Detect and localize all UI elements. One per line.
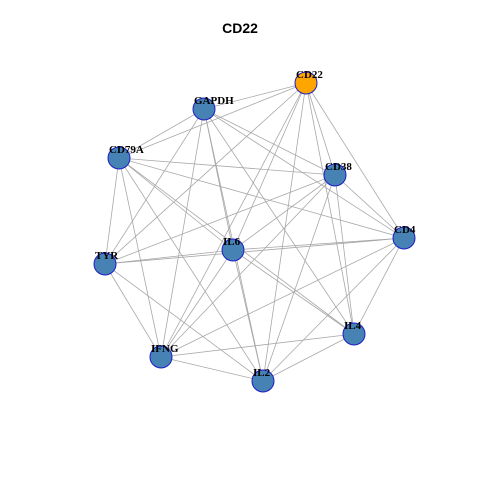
node-label-il6: IL6: [223, 236, 241, 248]
edge-cd79a-ifng: [118, 157, 162, 358]
edge-cd22-cd38: [305, 82, 336, 176]
edge-cd79a-il6: [118, 157, 234, 251]
node-gapdh: [192, 97, 216, 121]
edge-il4-il2: [262, 333, 355, 382]
edge-il6-tyr: [104, 249, 234, 265]
node-label-cd22: CD22: [296, 69, 323, 81]
edge-cd79a-tyr: [104, 157, 120, 265]
edge-ifng-il2: [160, 356, 264, 382]
edge-cd4-il2: [262, 237, 405, 382]
node-label-il2: IL2: [253, 367, 271, 379]
edge-cd22-cd79a: [118, 82, 307, 159]
node-cd4: [392, 226, 416, 250]
edge-layer: [104, 82, 405, 382]
edge-cd38-cd4: [334, 174, 405, 239]
edge-cd22-ifng: [160, 82, 307, 358]
node-label-cd38: CD38: [325, 161, 352, 173]
edge-cd79a-il2: [118, 157, 264, 382]
node-il2: [251, 369, 275, 393]
edge-gapdh-il4: [203, 108, 355, 335]
node-il6: [221, 238, 245, 262]
node-cd22: [294, 71, 318, 95]
node-label-cd4: CD4: [394, 224, 416, 236]
edge-cd22-cd4: [305, 82, 405, 239]
edge-gapdh-cd4: [203, 108, 405, 239]
node-ifng: [149, 345, 173, 369]
edge-il6-il2: [232, 249, 264, 382]
edge-cd22-tyr: [104, 82, 307, 265]
edge-cd38-il6: [232, 174, 336, 251]
edge-cd4-il4: [353, 237, 405, 335]
edge-cd4-ifng: [160, 237, 405, 358]
node-cd79a: [107, 146, 131, 170]
edge-gapdh-cd79a: [118, 108, 205, 159]
edge-cd79a-cd4: [118, 157, 405, 239]
edge-cd22-il4: [305, 82, 355, 335]
edge-cd4-il6: [232, 237, 405, 251]
edge-tyr-ifng: [104, 263, 162, 358]
edge-cd22-gapdh: [203, 82, 307, 110]
node-cd38: [323, 163, 347, 187]
edge-gapdh-cd38: [203, 108, 336, 176]
edge-cd38-tyr: [104, 174, 336, 265]
edge-il6-ifng: [160, 249, 234, 358]
edge-cd22-il6: [232, 82, 307, 251]
edge-cd38-il4: [334, 174, 355, 335]
node-label-ifng: IFNG: [151, 343, 179, 355]
node-label-cd79a: CD79A: [109, 144, 144, 156]
node-il4: [342, 322, 366, 346]
node-label-il4: IL4: [344, 320, 362, 332]
node-tyr: [93, 252, 117, 276]
edge-cd22-il2: [262, 82, 307, 382]
edge-cd4-tyr: [104, 237, 405, 265]
edge-il4-ifng: [160, 333, 355, 358]
node-label-gapdh: GAPDH: [194, 95, 234, 107]
edge-il6-il4: [232, 249, 355, 335]
edge-cd38-il2: [262, 174, 336, 382]
edge-cd79a-cd38: [118, 157, 336, 176]
edge-gapdh-ifng: [160, 108, 205, 358]
graph-title: CD22: [222, 20, 258, 36]
node-label-tyr: TYR: [95, 250, 119, 262]
edge-tyr-il2: [104, 263, 264, 382]
